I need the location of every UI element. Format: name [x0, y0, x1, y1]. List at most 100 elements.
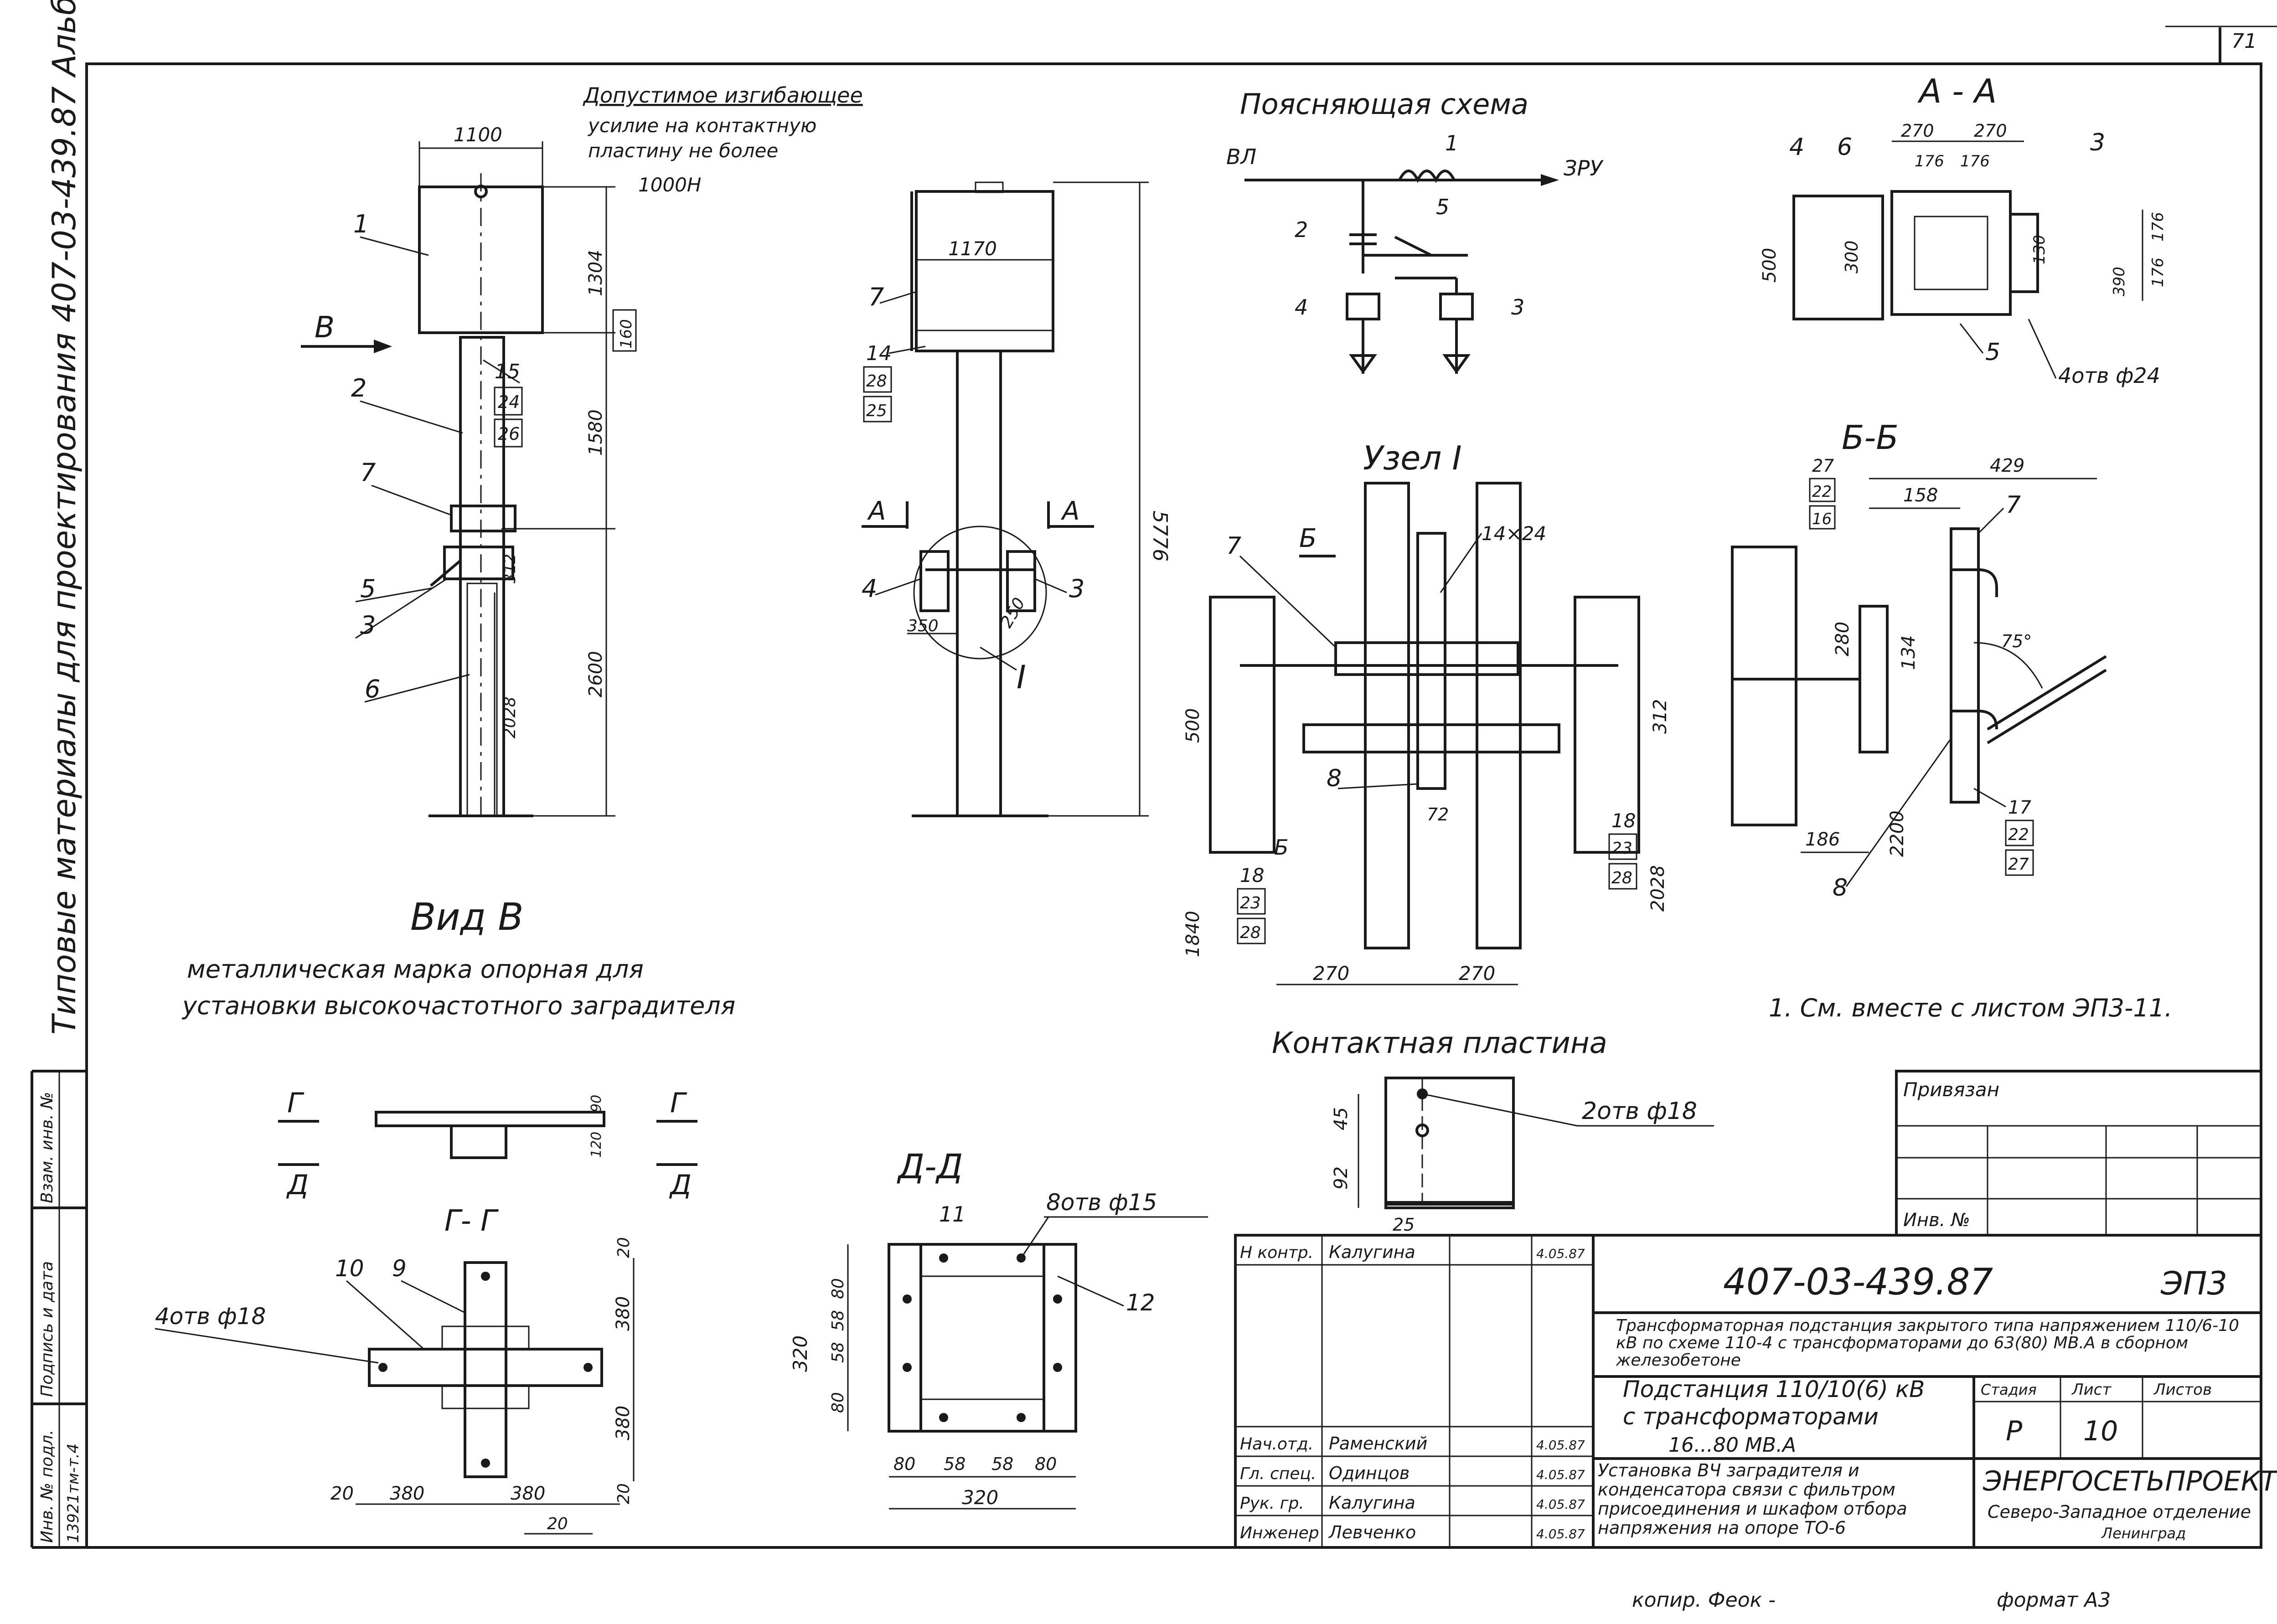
inv-value: 13921тм-т.4: [64, 1444, 83, 1543]
dd-holes-leader: [1020, 1217, 1049, 1258]
dd-dim-h2: 58: [944, 1454, 966, 1474]
node-crossbeam: [1334, 641, 1519, 676]
tb-object-3: 16...80 МВ.А: [1668, 1433, 1796, 1457]
dd-dim-v2: 58: [829, 1310, 847, 1331]
cp-body: [1384, 1077, 1515, 1209]
node-stack18a-box1: [1237, 888, 1266, 915]
bb-pipe-lower: [1951, 710, 1998, 730]
series-title: Типовые материалы для проектирования 407…: [46, 0, 83, 1035]
bb-dim-186-label: 186: [1805, 829, 1840, 850]
gg-dim-b1: 20: [330, 1483, 354, 1504]
cp-dim-25: 25: [1393, 1215, 1415, 1235]
node-lower-beam: [1302, 723, 1560, 753]
aa-flange: [2009, 213, 2039, 293]
side-dim-total: 5776: [1148, 510, 1172, 562]
privyazan-block: Привязан Инв. №: [1895, 1070, 2262, 1237]
schema-arrow: [1541, 174, 1559, 186]
bb-stack27-box2: [1809, 505, 1836, 530]
force-note-3: пластину не более: [588, 139, 778, 162]
tb-sig0-name: Калугина: [1329, 1242, 1415, 1262]
node-bolt-note: 14×24: [1482, 522, 1546, 545]
dim-h5: 2600: [585, 651, 606, 697]
callout-2: 2: [351, 374, 367, 402]
general-note: 1. См. вместе с листом ЭП3-11.: [1769, 994, 2172, 1022]
dd-hole-6: [1053, 1363, 1062, 1372]
node-dim-312: 312: [1650, 699, 1671, 734]
inv-label: Инв. № подл.: [38, 1430, 57, 1543]
side-leader-4: [875, 578, 921, 596]
schema-title: Поясняющая схема: [1240, 88, 1528, 121]
tb-sheet-label: Лист: [2071, 1381, 2112, 1399]
tb-sig3-role: Рук. гр.: [1240, 1494, 1304, 1513]
leader-3: [355, 578, 447, 639]
aa-dim-10: 390: [2110, 267, 2128, 296]
view-b-title: Вид В: [410, 896, 524, 939]
gg-dim-b3: 380: [511, 1483, 545, 1504]
aa-dim-1: 270: [1901, 121, 1934, 141]
node-stack18a-box1-text: 23: [1240, 894, 1261, 913]
explanatory-schema: Поясняющая схема ВЛ ЗРУ 1 2 5 4 3: [1226, 88, 1604, 374]
cp-title: Контактная пластина: [1272, 1026, 1607, 1060]
side-leader-3: [1034, 578, 1067, 593]
bb-callout-7: 7: [2006, 491, 2021, 519]
force-note-4: 1000Н: [638, 174, 701, 196]
tb-stage-label: Стадия: [1981, 1381, 2037, 1398]
node-stack18a-label: 18: [1240, 864, 1264, 887]
priv-label: Привязан: [1903, 1078, 1999, 1101]
tb-project-title-box: Трансформаторная подстанция закрытого ти…: [1616, 1317, 2239, 1369]
node-dim-1840: 1840: [1182, 911, 1203, 957]
tb-sig3-date: 4.05.87: [1536, 1497, 1585, 1512]
node-i-label: I: [1017, 659, 1026, 696]
cp-dim-45: 45: [1331, 1107, 1352, 1130]
tb-sig1-role: Нач.отд.: [1240, 1435, 1313, 1454]
tb-sig4-date: 4.05.87: [1536, 1526, 1585, 1542]
aa-callout-5: 5: [1985, 339, 2000, 366]
node-i: Узел I 14×24 Б Б 500 312 72 1840 2028 27…: [1182, 439, 1671, 985]
bb-stack17-box2-text: 27: [2008, 855, 2029, 874]
stack-14-box2-text: 25: [866, 402, 887, 420]
schema-box-4: [1346, 293, 1380, 320]
aa-core: [1914, 216, 1988, 290]
view-b: Вид В металлическая марка опорная для ус…: [155, 896, 735, 1535]
node-dim-270a: 270: [1313, 962, 1349, 985]
side-leader-7: [879, 291, 917, 304]
gg-pad-bot: [441, 1385, 530, 1409]
tb-sig4-role: Инженер: [1240, 1524, 1319, 1542]
dim-h2-box: [612, 309, 637, 352]
dim-h2: 160: [617, 319, 635, 349]
side-top-lug: [975, 181, 1004, 193]
node-sec-b-bottom: Б: [1274, 835, 1289, 860]
node-stack18a-box2: [1237, 918, 1266, 944]
node-dim-2028: 2028: [1647, 865, 1668, 912]
dd-holes: 8отв ф15: [1046, 1189, 1157, 1216]
schema-coil: [1398, 170, 1456, 183]
gg-vertical: [464, 1261, 507, 1478]
tb-sig0-date: 4.05.87: [1536, 1246, 1585, 1261]
view-b-arrow-label: В: [315, 311, 335, 345]
gg-callout-10: 10: [335, 1255, 364, 1282]
bb-stack17-label: 17: [2008, 797, 2031, 818]
gg-dim-r2: 380: [613, 1296, 634, 1331]
aa-holes: 4отв ф24: [2058, 363, 2160, 388]
sign-label: Подпись и дата: [38, 1261, 57, 1397]
contact-plate: Контактная пластина 2отв ф18 45 92 25: [1272, 1026, 1714, 1235]
section-bb: Б-Б 75° 429 158 280 134 186 2200 7 8 27 …: [1731, 418, 2107, 902]
aa-plate: [1890, 190, 2012, 316]
bb-leader-8: [1845, 738, 1952, 887]
tb-doc-number: 407-03-439.87: [1723, 1261, 1993, 1303]
leader-5: [355, 587, 434, 603]
dd-title: Д-Д: [897, 1147, 963, 1186]
dim-width-label: 1100: [454, 124, 502, 146]
format-note: формат А3: [1997, 1588, 2111, 1612]
gg-callout-9: 9: [392, 1255, 407, 1282]
tb-org-branch: Северо-Западное отделение: [1988, 1502, 2251, 1522]
bb-stack27-box1-text: 22: [1812, 483, 1832, 501]
gg-hole-t: [481, 1272, 490, 1281]
dd-dim-h1: 80: [893, 1454, 915, 1474]
side-callout-7: 7: [868, 283, 884, 311]
side-dim-width: 1170: [948, 237, 997, 260]
side-capacitor-right: [1006, 550, 1036, 612]
view-b-sub1: металлическая марка опорная для: [187, 955, 644, 984]
vb-plan-stem: [450, 1124, 507, 1159]
stack-15-box2-text: 26: [498, 424, 520, 444]
